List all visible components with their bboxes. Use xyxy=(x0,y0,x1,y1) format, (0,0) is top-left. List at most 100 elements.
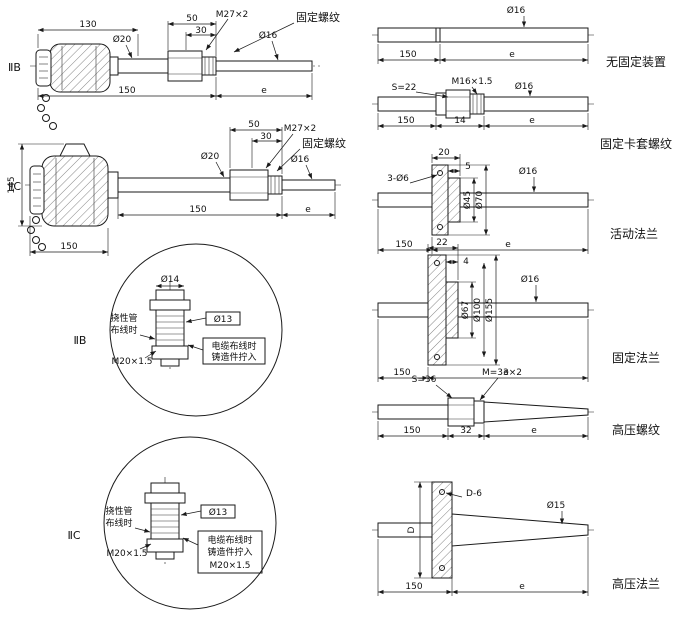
dim-e: e xyxy=(503,368,509,378)
dim-e: e xyxy=(305,205,311,215)
hp-thread-collar xyxy=(473,400,485,424)
assembly-iib: 130 Ø20 50 30 M27×2 Ø16 固定螺纹 150 e ⅡB xyxy=(8,10,340,130)
probe-rod xyxy=(377,192,589,208)
dim-d15: Ø15 xyxy=(547,500,566,511)
dim-d100: Ø100 xyxy=(472,298,483,323)
thread-m20-box: M20×1.5 xyxy=(209,561,250,571)
dim-d16: Ø16 xyxy=(507,5,526,16)
mount-hp-flange: D D-6 Ø15 150 e 高压法兰 xyxy=(372,481,660,596)
dim-5: 5 xyxy=(465,162,471,172)
gland-nut-b xyxy=(151,345,189,360)
note-cable-line2: 铸造件拧入 xyxy=(207,546,252,558)
mount-none: Ø16 150 e 无固定装置 xyxy=(372,5,666,69)
dim-m27x2: M27×2 xyxy=(216,10,248,20)
dim-150: 150 xyxy=(397,116,414,126)
hp-taper-probe xyxy=(483,401,589,423)
mount-title-hp-flange: 高压法兰 xyxy=(612,576,660,591)
note-cable-line1: 电缆布线时 xyxy=(207,534,252,546)
dim-m33x2: M=33×2 xyxy=(482,368,522,378)
dim-d20: Ø20 xyxy=(113,34,132,45)
dim-e: e xyxy=(261,86,267,96)
dim-d14: Ø14 xyxy=(161,274,180,285)
dim-150: 150 xyxy=(118,86,135,96)
dim-4: 4 xyxy=(463,257,469,267)
iic-thread-fitting xyxy=(229,169,269,201)
iic-head-cap xyxy=(59,143,91,157)
iib-probe-d16 xyxy=(215,60,313,72)
dim-30: 30 xyxy=(260,132,272,142)
dim-d16: Ø16 xyxy=(521,274,540,285)
dim-d67: Ø67 xyxy=(460,301,471,320)
dim-m27x2: M27×2 xyxy=(284,124,316,134)
dim-150: 150 xyxy=(399,50,416,60)
dim-50: 50 xyxy=(186,14,198,24)
ferrule-hex xyxy=(445,89,471,119)
dim-150-head: 150 xyxy=(60,242,77,252)
dim-d20: Ø20 xyxy=(201,151,220,162)
dim-D-6: D-6 xyxy=(466,489,482,499)
dim-e: e xyxy=(519,582,525,592)
dim-14: 14 xyxy=(454,116,466,126)
bolt-hole xyxy=(437,224,443,230)
dim-e: e xyxy=(505,240,511,250)
iic-probe-d20 xyxy=(117,177,231,193)
d13-label-box xyxy=(205,311,241,326)
gland-cap-c xyxy=(150,482,180,494)
mount-title-none: 无固定装置 xyxy=(606,54,666,69)
probe-rod xyxy=(377,27,589,43)
section-label-detail-iic: ⅡC xyxy=(67,529,80,542)
dim-e: e xyxy=(531,426,537,436)
mount-ferrule-thread: S=22 M16×1.5 Ø16 150 14 e 固定卡套螺纹 xyxy=(372,77,672,151)
mount-title-fixed-flange: 固定法兰 xyxy=(612,350,660,365)
dim-150: 150 xyxy=(403,426,420,436)
dim-3-d6: 3-Ø6 xyxy=(387,173,409,184)
dim-32: 32 xyxy=(460,426,471,436)
dim-d16: Ø16 xyxy=(515,81,534,92)
dim-150: 150 xyxy=(395,240,412,250)
section-label-detail-iib: ⅡB xyxy=(74,334,87,347)
gland-collar-c xyxy=(144,492,186,504)
gland-tip-c xyxy=(155,551,175,560)
dim-150: 150 xyxy=(393,368,410,378)
dim-d45: Ø45 xyxy=(462,191,473,210)
detail-circle-c-outline xyxy=(103,436,277,610)
dim-22: 22 xyxy=(436,238,447,248)
dim-e: e xyxy=(509,50,515,60)
mount-title-ferrule: 固定卡套螺纹 xyxy=(600,136,672,151)
dim-d155: Ø155 xyxy=(484,298,495,322)
dim-50: 50 xyxy=(248,120,260,130)
dim-150: 150 xyxy=(405,582,422,592)
hp-hex xyxy=(447,397,475,427)
section-label-iib: ⅡB xyxy=(8,61,21,74)
mount-movable-flange: 20 5 3-Ø6 Ø45 Ø70 Ø16 150 e 活动法兰 xyxy=(372,148,658,254)
mount-fixed-flange: 22 4 Ø67 Ø100 Ø155 Ø16 150 e 固定法兰 xyxy=(372,238,660,382)
dim-d16: Ø16 xyxy=(519,166,538,177)
thread-m20: M20×1.5 xyxy=(111,357,152,367)
hp-taper-probe xyxy=(451,513,589,547)
dim-d13: Ø13 xyxy=(214,314,233,325)
probe-rod xyxy=(377,302,589,318)
gland-tip-b xyxy=(160,358,180,367)
iic-probe-d16 xyxy=(281,179,336,191)
iib-probe-d20 xyxy=(117,58,169,74)
iib-head-body xyxy=(49,43,111,93)
iib-head-neck xyxy=(109,56,119,76)
section-label-iic: ⅡC xyxy=(8,180,21,193)
iic-head-neck xyxy=(107,171,119,199)
dim-d70: Ø70 xyxy=(474,190,485,209)
assembly-iic: 145 150 50 30 M27×2 固定螺纹 Ø20 Ø16 150 e Ⅱ… xyxy=(7,120,346,256)
note-flex-line1: 挠性管 xyxy=(110,312,137,324)
detail-circle-iib: Ø14 Ø13 挠性管 布线时 M20×1.5 电缆布线时 铸造件拧入 ⅡB xyxy=(74,243,283,417)
gland-nut-c xyxy=(146,538,184,553)
flange-hub xyxy=(447,177,461,223)
gland-cap-b xyxy=(155,289,185,301)
dim-D: D xyxy=(407,526,417,533)
dim-130: 130 xyxy=(79,20,96,30)
bolt-hole xyxy=(437,170,443,176)
gland-collar-b xyxy=(149,299,191,311)
iib-chain xyxy=(37,94,57,130)
dim-145: 145 xyxy=(7,176,17,193)
dim-s22: S=22 xyxy=(392,83,417,93)
iic-head-body xyxy=(41,155,109,227)
